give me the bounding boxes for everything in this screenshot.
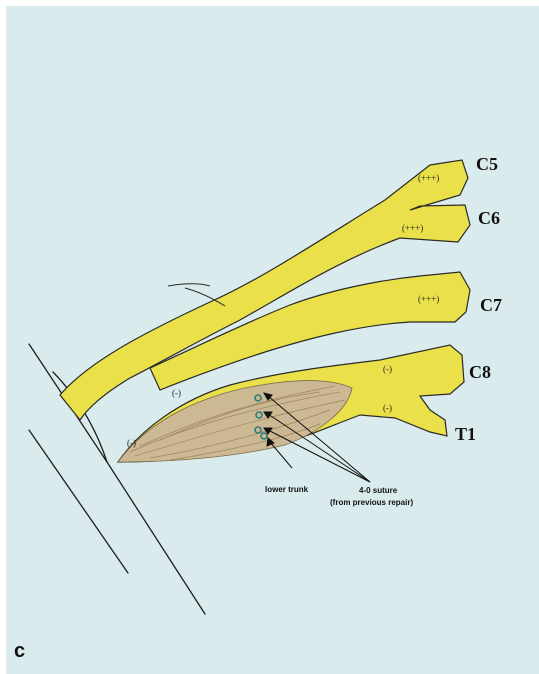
grade-lower-trunk-distal: (-) bbox=[127, 438, 136, 448]
root-label-c5: C5 bbox=[476, 154, 498, 174]
grade-lower-trunk-left: (-) bbox=[172, 388, 181, 398]
grade-c5: (+++) bbox=[418, 173, 439, 183]
grade-c8: (-) bbox=[383, 364, 392, 374]
grade-c7: (+++) bbox=[418, 294, 439, 304]
root-label-t1: T1 bbox=[455, 424, 476, 444]
label-suture-line2: (from previous repair) bbox=[330, 498, 413, 507]
grade-c6: (+++) bbox=[402, 223, 423, 233]
scar-tissue bbox=[118, 381, 352, 463]
grade-t1: (-) bbox=[383, 403, 392, 413]
panel-label: c bbox=[14, 641, 25, 661]
root-label-c8: C8 bbox=[469, 362, 491, 382]
root-label-c6: C6 bbox=[478, 208, 500, 228]
label-suture-line1: 4-0 suture bbox=[359, 486, 398, 495]
label-lower-trunk: lower trunk bbox=[265, 485, 309, 494]
root-label-c7: C7 bbox=[480, 295, 502, 315]
